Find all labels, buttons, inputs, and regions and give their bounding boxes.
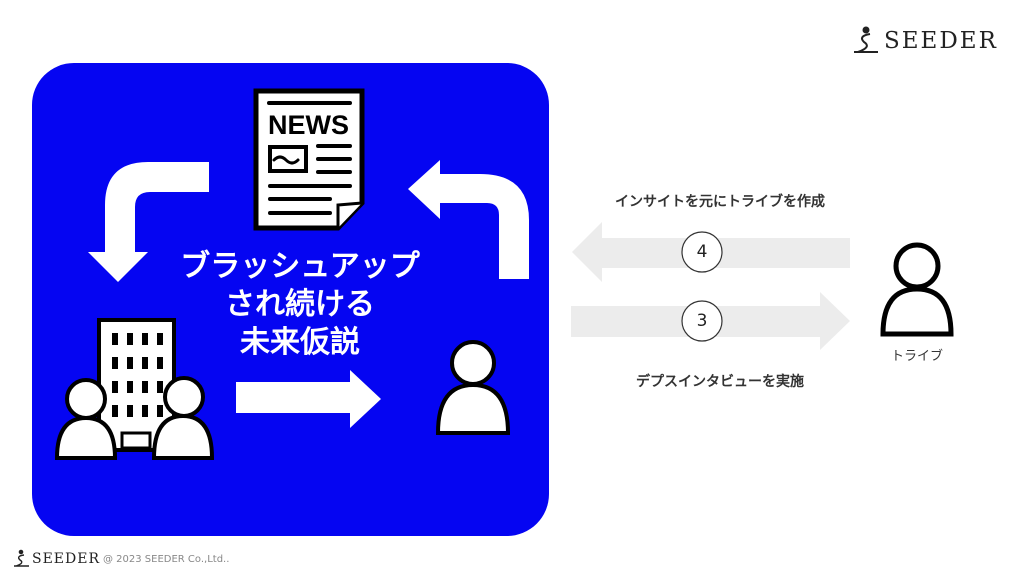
copyright: @ 2023 SEEDER Co.,Ltd.. [103, 554, 230, 565]
footer-logo-mark [14, 549, 29, 567]
person-icon [151, 376, 215, 460]
step-number: 4 [696, 242, 708, 262]
step-circle [681, 231, 723, 273]
curved-arrow-up-left-icon [408, 160, 529, 279]
top-caption: インサイトを元にトライブを作成 [615, 194, 825, 210]
footer-logo-text: SEEDER [32, 551, 101, 567]
logo-text: SEEDER [884, 28, 998, 54]
newspaper-icon: NEWS [253, 88, 365, 231]
person-icon [435, 340, 511, 435]
bottom-caption: デプスインタビューを実施 [636, 374, 804, 390]
seeder-logo-mark [854, 26, 878, 53]
curved-arrow-down-icon [88, 162, 209, 282]
svg-text:NEWS: NEWS [268, 110, 349, 140]
arrow-right-icon [236, 370, 381, 428]
center-text-line: され続ける [225, 287, 375, 322]
step-number: 3 [696, 311, 708, 331]
tribe-label: トライブ [890, 349, 944, 364]
person-icon [54, 378, 118, 460]
center-text-line: 未来仮説 [240, 325, 360, 360]
step-circle [681, 300, 723, 342]
center-text: ブラッシュアップ され続ける 未来仮説 [180, 248, 419, 362]
center-text-line: ブラッシュアップ [180, 249, 420, 284]
tribe-person-icon [880, 242, 954, 337]
